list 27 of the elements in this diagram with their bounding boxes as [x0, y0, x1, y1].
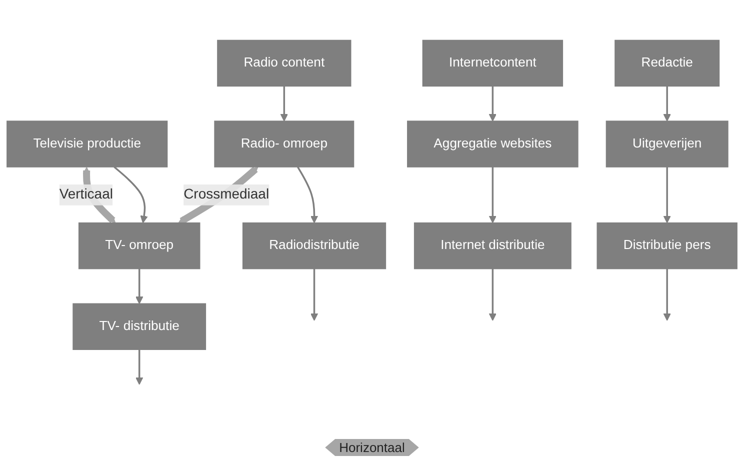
node-box: Aggregatie websites: [407, 120, 578, 168]
arrow: [136, 268, 144, 304]
node-box: Internetcontent: [422, 40, 564, 87]
edge-label: Verticaal: [59, 187, 113, 202]
arrow: [663, 268, 671, 321]
arrow: [488, 268, 497, 321]
node-box: Televisie productie: [6, 120, 168, 168]
arrow: [488, 86, 497, 122]
arrow: [136, 350, 144, 385]
node-box: Radio content: [217, 40, 352, 87]
node-box: Radio- omroep: [214, 120, 354, 168]
arrow: [663, 166, 671, 224]
node-box: Distributie pers: [596, 222, 738, 270]
arrow: [114, 166, 148, 224]
double-arrow-label: Horizontaal: [325, 439, 419, 456]
arrow: [280, 86, 288, 122]
node-box: Redactie: [614, 40, 720, 87]
node-box: Uitgeverijen: [606, 120, 728, 168]
node-box: TV- distributie: [72, 303, 206, 350]
node-box: Radiodistributie: [242, 222, 386, 270]
arrow: [663, 86, 671, 122]
node-box: Internet distributie: [414, 222, 572, 270]
node-box: TV- omroep: [78, 222, 200, 270]
arrow: [310, 268, 318, 321]
arrow: [488, 166, 497, 224]
arrow: [296, 166, 318, 224]
edge-label: Crossmediaal: [184, 187, 270, 202]
